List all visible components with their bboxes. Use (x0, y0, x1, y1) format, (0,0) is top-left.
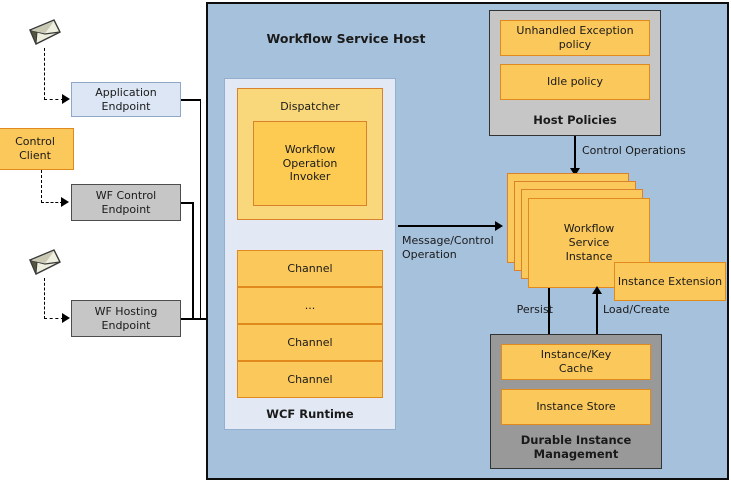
channel-label: Channel (287, 261, 333, 275)
wf-control-endpoint-label-line2: Endpoint (101, 202, 151, 216)
bus-stub-application (181, 99, 201, 101)
host-policy-item-1[interactable]: Idle policy (500, 64, 650, 100)
workflow-service-instance-label-line3: Instance (565, 249, 613, 263)
message-envelope-icon-bottom (28, 248, 62, 278)
control-operations-label: Control Operations (582, 144, 686, 157)
wf-control-endpoint-label-line1: WF Control (95, 188, 157, 202)
control-client-label-line1: Control (15, 135, 55, 149)
connector-policies-to-instance (574, 136, 576, 172)
workflow-service-instance-label-line1: Workflow (563, 222, 615, 236)
channel-row-1[interactable]: ... (237, 287, 383, 324)
wf-control-endpoint-box[interactable]: WF Control Endpoint (71, 184, 181, 221)
instance-extension-label: Instance Extension (617, 274, 723, 288)
connector-client-to-wfcontrol-vertical (41, 170, 42, 203)
instance-extension-box[interactable]: Instance Extension (614, 262, 726, 301)
bus-vertical-control (192, 202, 194, 319)
persist-label: Persist (516, 303, 553, 316)
host-policy-label-line1: Idle policy (547, 75, 603, 89)
channel-row-2[interactable]: Channel (237, 324, 383, 361)
application-endpoint-box[interactable]: Application Endpoint (71, 82, 181, 117)
application-endpoint-label-line1: Application (95, 85, 157, 99)
arrowhead-app-endpoint (62, 94, 70, 104)
wcf-runtime-title: WCF Runtime (266, 407, 354, 421)
workflow-service-host-title: Workflow Service Host (266, 31, 426, 46)
channel-label: ... (304, 298, 316, 312)
invoker-label-line1: Workflow (284, 142, 336, 156)
connector-msg-to-app-endpoint-vertical (44, 48, 45, 100)
durable-item-label-line1: Instance/Key (540, 348, 612, 362)
application-endpoint-label-line2: Endpoint (101, 99, 151, 113)
connector-client-to-wfcontrol-horizontal (41, 202, 63, 203)
host-policies-title: Host Policies (533, 113, 617, 127)
invoker-label-line3: Invoker (289, 170, 331, 184)
bus-stub-wf-hosting (181, 318, 224, 320)
wf-hosting-endpoint-box[interactable]: WF Hosting Endpoint (71, 300, 181, 337)
control-client-box[interactable]: Control Client (0, 128, 74, 170)
wf-hosting-endpoint-label-line1: WF Hosting (94, 304, 158, 318)
channel-row-0[interactable]: Channel (237, 250, 383, 287)
connector-load-create (596, 291, 598, 340)
arrowhead-load-create (592, 286, 602, 294)
bus-stub-wf-control (181, 202, 193, 204)
wf-hosting-endpoint-label-line2: Endpoint (101, 318, 151, 332)
channel-row-3[interactable]: Channel (237, 361, 383, 398)
control-client-label-line2: Client (19, 149, 51, 162)
durable-title-line2: Management (533, 447, 619, 461)
dispatcher-label: Dispatcher (280, 100, 340, 113)
arrowhead-message-control-operation (495, 220, 503, 231)
host-policy-label-line1: Unhandled Exception (516, 24, 634, 38)
bus-vertical-upper (199, 99, 202, 319)
host-policy-label-line2: policy (558, 38, 592, 51)
durable-item-1[interactable]: Instance Store (501, 389, 651, 425)
durable-item-label-line2: Cache (558, 362, 594, 375)
channel-label: Channel (287, 335, 333, 349)
connector-msg-to-hosting-endpoint-vertical (44, 278, 45, 319)
connector-msg-to-app-endpoint-horizontal (44, 99, 64, 100)
durable-item-label-line1: Instance Store (536, 400, 616, 414)
arrowhead-wf-hosting-endpoint (62, 313, 70, 323)
connector-persist (548, 288, 550, 340)
workflow-operation-invoker-box[interactable]: Workflow Operation Invoker (253, 121, 367, 206)
arrowhead-control-operations (570, 168, 580, 176)
message-envelope-icon-top (28, 18, 62, 48)
arrowhead-wf-control-endpoint (61, 197, 69, 207)
message-control-operation-line2: Operation (402, 247, 457, 261)
connector-wcf-to-instance (398, 225, 497, 227)
workflow-service-instance-label-line2: Service (568, 236, 610, 250)
durable-item-0[interactable]: Instance/Key Cache (501, 344, 651, 380)
channel-label: Channel (287, 372, 333, 386)
invoker-label-line2: Operation (282, 156, 338, 170)
host-policy-item-0[interactable]: Unhandled Exception policy (500, 20, 650, 56)
connector-msg-to-hosting-endpoint-horizontal (44, 318, 64, 319)
message-control-operation-line1: Message/Control (402, 234, 494, 247)
message-control-operation-label: Message/Control Operation (402, 234, 512, 262)
durable-title-line1: Durable Instance (520, 433, 632, 447)
durable-instance-management-title: Durable Instance Management (490, 433, 662, 461)
load-create-label: Load/Create (603, 303, 670, 316)
